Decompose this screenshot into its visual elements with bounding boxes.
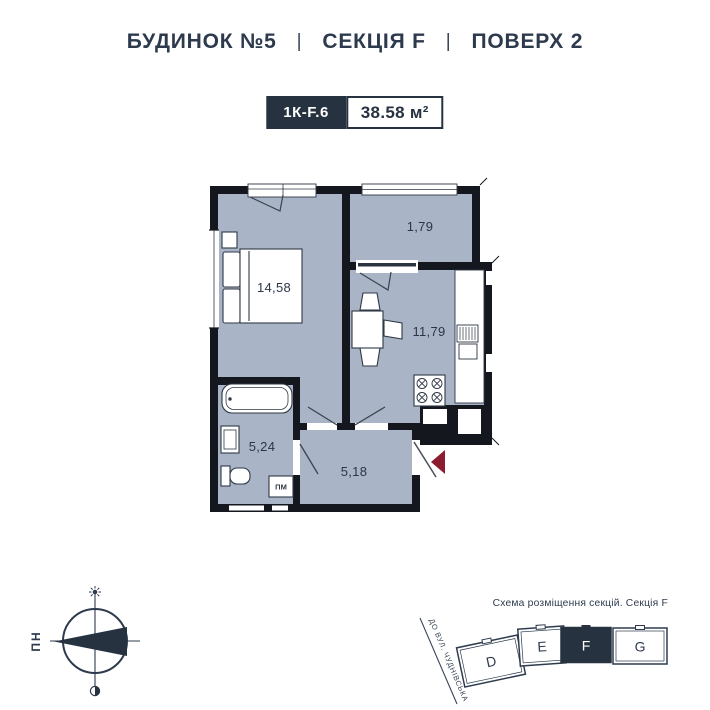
- pillow-icon: [222, 251, 241, 288]
- casement-swing: [249, 194, 284, 212]
- street-line: [419, 617, 458, 705]
- section-title: СЕКЦІЯ F: [322, 30, 426, 53]
- hallway-area-label: 5,18: [341, 464, 368, 479]
- north-label: ПН: [29, 630, 43, 651]
- bed-icon: [239, 248, 303, 324]
- entrance-arrow-icon: [431, 450, 445, 474]
- chair-icon: [359, 347, 381, 367]
- unit-number: 1К-F.6: [266, 96, 346, 129]
- toilet-icon: [220, 465, 231, 487]
- entrance-door: [412, 440, 420, 475]
- corner-ticks: [343, 177, 500, 446]
- living-room-area-label: 14,58: [257, 280, 291, 295]
- washing-machine-label: ПМ: [275, 483, 287, 492]
- furniture: [220, 231, 485, 498]
- building-title: БУДИНОК №5: [126, 30, 277, 53]
- section-label-d: D: [484, 653, 497, 671]
- section-label-f: F: [582, 638, 591, 654]
- casement-swing: [359, 271, 392, 291]
- doors: [293, 406, 445, 478]
- balcony-floor: [350, 194, 472, 262]
- bathroom-door: [293, 440, 300, 475]
- section-block-f: F: [560, 625, 612, 664]
- north-arrow-icon: [54, 627, 127, 656]
- table-icon: [351, 310, 384, 349]
- unit-area: 38.58 м²: [345, 96, 444, 129]
- window-top-icon: [247, 183, 317, 198]
- kitchen-floor: [350, 270, 484, 423]
- section-label-g: G: [635, 639, 646, 655]
- drainer-icon: [456, 324, 479, 343]
- bathroom-area-label: 5,24: [249, 439, 276, 454]
- pillow-icon: [222, 288, 241, 324]
- title-separator: |: [296, 31, 303, 52]
- room-labels: 14,58 1,79 11,79 5,24 5,18 ПМ: [249, 219, 445, 492]
- compass-rose-icon: ПН: [29, 586, 140, 697]
- section-scheme: Схема розміщення секцій. Секція F ДО ВУЛ…: [419, 598, 668, 705]
- unit-badge: 1К-F.6 38.58 м²: [266, 96, 444, 129]
- sun-icon: [89, 586, 101, 598]
- nightstand-icon: [221, 231, 238, 249]
- section-block-e: E: [516, 624, 568, 667]
- title-separator: |: [445, 31, 452, 52]
- windows: [209, 183, 496, 511]
- washing-machine-icon: [268, 475, 294, 498]
- hallway-floor: [300, 430, 412, 504]
- scheme-caption: Схема розміщення секцій. Секція F: [493, 598, 668, 609]
- kitchen-door-swing: [354, 406, 386, 426]
- section-label-e: E: [537, 638, 547, 655]
- moon-icon: [89, 685, 101, 697]
- floor-title: ПОВЕРХ 2: [471, 30, 584, 53]
- living-door-swing: [307, 406, 338, 426]
- kitchen-area-label: 11,79: [412, 324, 445, 339]
- toilet-icon: [229, 467, 251, 485]
- kitchen-sink-icon: [458, 343, 478, 360]
- section-block-g: G: [612, 625, 668, 665]
- floor-plan: 14,58 1,79 11,79 5,24 5,18 ПМ: [209, 177, 500, 512]
- balcony-area-label: 1,79: [407, 219, 434, 234]
- chair-icon: [383, 319, 403, 340]
- chair-icon: [359, 292, 381, 311]
- page-title: БУДИНОК №5 | СЕКЦІЯ F | ПОВЕРХ 2: [0, 30, 710, 54]
- section-block-d: D: [455, 634, 527, 688]
